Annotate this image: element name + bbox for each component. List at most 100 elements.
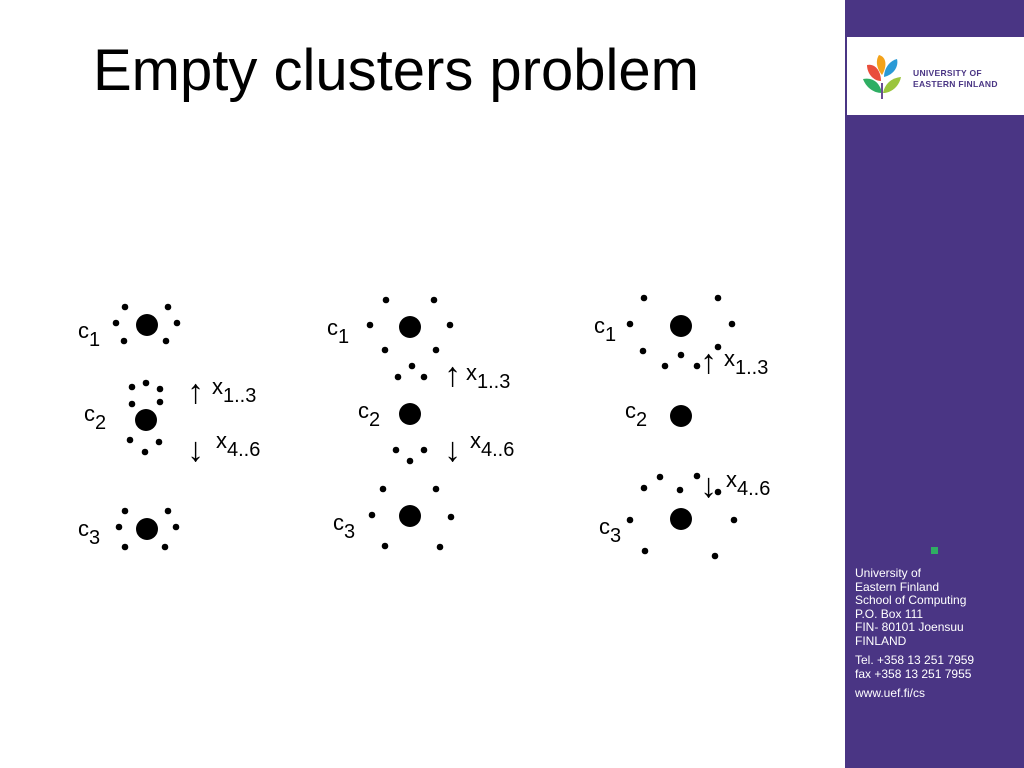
centroid-label-c3: c3 bbox=[333, 510, 355, 543]
data-point bbox=[430, 296, 438, 304]
data-point bbox=[121, 543, 129, 551]
data-point bbox=[714, 488, 722, 496]
data-point bbox=[382, 296, 390, 304]
centroid-label-c1: c1 bbox=[78, 318, 100, 351]
contact-line: FINLAND bbox=[855, 633, 907, 648]
bullet-square bbox=[931, 547, 938, 554]
arrow-down: ↓ bbox=[187, 431, 204, 469]
points-label-x4-6: x4..6 bbox=[470, 428, 514, 461]
contact-line: Eastern Finland bbox=[855, 579, 940, 594]
slide-title: Empty clusters problem bbox=[93, 38, 699, 103]
data-point bbox=[368, 511, 376, 519]
centroid-label-c3: c3 bbox=[599, 514, 621, 547]
data-point bbox=[115, 523, 123, 531]
sidebar-panel bbox=[845, 0, 1024, 768]
centroid-label-c3: c3 bbox=[78, 516, 100, 549]
data-point bbox=[714, 343, 722, 351]
arrow-down: ↓ bbox=[444, 431, 461, 469]
points-label-x1-3: x1..3 bbox=[466, 360, 510, 393]
data-point bbox=[676, 486, 684, 494]
data-point bbox=[639, 347, 647, 355]
centroid-label-c2: c2 bbox=[358, 398, 380, 431]
points-label-x4-6: x4..6 bbox=[216, 428, 260, 461]
data-point bbox=[172, 523, 180, 531]
data-point bbox=[420, 373, 428, 381]
data-point bbox=[164, 507, 172, 515]
data-point bbox=[420, 446, 428, 454]
data-point bbox=[640, 294, 648, 302]
data-point bbox=[626, 320, 634, 328]
data-point bbox=[392, 446, 400, 454]
arrow-up: ↑ bbox=[444, 356, 461, 394]
centroid-marker bbox=[136, 518, 158, 540]
centroid-marker bbox=[399, 316, 421, 338]
points-label-x1-3: x1..3 bbox=[724, 346, 768, 379]
data-point bbox=[406, 457, 414, 465]
contact-line: FIN- 80101 Joensuu bbox=[855, 620, 964, 634]
contact-line: University of bbox=[855, 566, 922, 580]
data-point bbox=[446, 321, 454, 329]
arrow-down: ↓ bbox=[700, 467, 717, 505]
centroid-marker bbox=[670, 508, 692, 530]
centroid-marker bbox=[399, 403, 421, 425]
contact-fax: fax +358 13 251 7955 bbox=[855, 666, 972, 681]
arrow-up: ↑ bbox=[700, 343, 717, 381]
centroid-label-c1: c1 bbox=[327, 315, 349, 348]
centroid-label-c2: c2 bbox=[625, 398, 647, 431]
data-point bbox=[408, 362, 416, 370]
centroid-marker bbox=[136, 314, 158, 336]
contact-line: P.O. Box 111 bbox=[855, 606, 924, 621]
data-point bbox=[693, 362, 701, 370]
uef-leaf-logo-icon bbox=[863, 55, 901, 99]
data-point bbox=[128, 400, 136, 408]
data-point bbox=[156, 385, 164, 393]
contact-web: www.uef.fi/cs bbox=[855, 686, 926, 700]
data-point bbox=[121, 507, 129, 515]
data-point bbox=[381, 346, 389, 354]
logo-line-1: UNIVERSITY OF bbox=[913, 68, 982, 78]
data-point bbox=[640, 484, 648, 492]
points-label-x4-6: x4..6 bbox=[726, 467, 770, 500]
data-point bbox=[161, 543, 169, 551]
data-point bbox=[626, 516, 634, 524]
data-point bbox=[432, 485, 440, 493]
logo-line-2: EASTERN FINLAND bbox=[913, 79, 998, 89]
data-point bbox=[379, 485, 387, 493]
data-point bbox=[394, 373, 402, 381]
data-point bbox=[141, 448, 149, 456]
centroid-label-c2: c2 bbox=[84, 401, 106, 434]
centroid-marker bbox=[399, 505, 421, 527]
data-point bbox=[381, 542, 389, 550]
centroid-marker bbox=[670, 405, 692, 427]
data-point bbox=[677, 351, 685, 359]
data-point bbox=[142, 379, 150, 387]
data-point bbox=[112, 319, 120, 327]
data-point bbox=[155, 438, 163, 446]
data-point bbox=[126, 436, 134, 444]
data-point bbox=[661, 362, 669, 370]
centroid-label-c1: c1 bbox=[594, 313, 616, 346]
contact-line: School of Computing bbox=[855, 593, 967, 607]
data-point bbox=[447, 513, 455, 521]
data-point bbox=[711, 552, 719, 560]
clustering-diagram: c1c2c3↑x1..3↓x4..6c1c2c3↑x1..3↓x4..6c1c2… bbox=[78, 294, 770, 560]
data-point bbox=[730, 516, 738, 524]
data-point bbox=[714, 294, 722, 302]
data-point bbox=[693, 472, 701, 480]
data-point bbox=[656, 473, 664, 481]
data-point bbox=[173, 319, 181, 327]
data-point bbox=[728, 320, 736, 328]
contact-tel: Tel. +358 13 251 7959 bbox=[855, 653, 975, 667]
centroid-marker bbox=[670, 315, 692, 337]
data-point bbox=[121, 303, 129, 311]
points-label-x1-3: x1..3 bbox=[212, 374, 256, 407]
data-point bbox=[120, 337, 128, 345]
data-point bbox=[366, 321, 374, 329]
data-point bbox=[641, 547, 649, 555]
contact-block: University of Eastern Finland School of … bbox=[855, 566, 1020, 701]
centroid-marker bbox=[135, 409, 157, 431]
data-point bbox=[128, 383, 136, 391]
data-point bbox=[162, 337, 170, 345]
data-point bbox=[432, 346, 440, 354]
data-point bbox=[436, 543, 444, 551]
